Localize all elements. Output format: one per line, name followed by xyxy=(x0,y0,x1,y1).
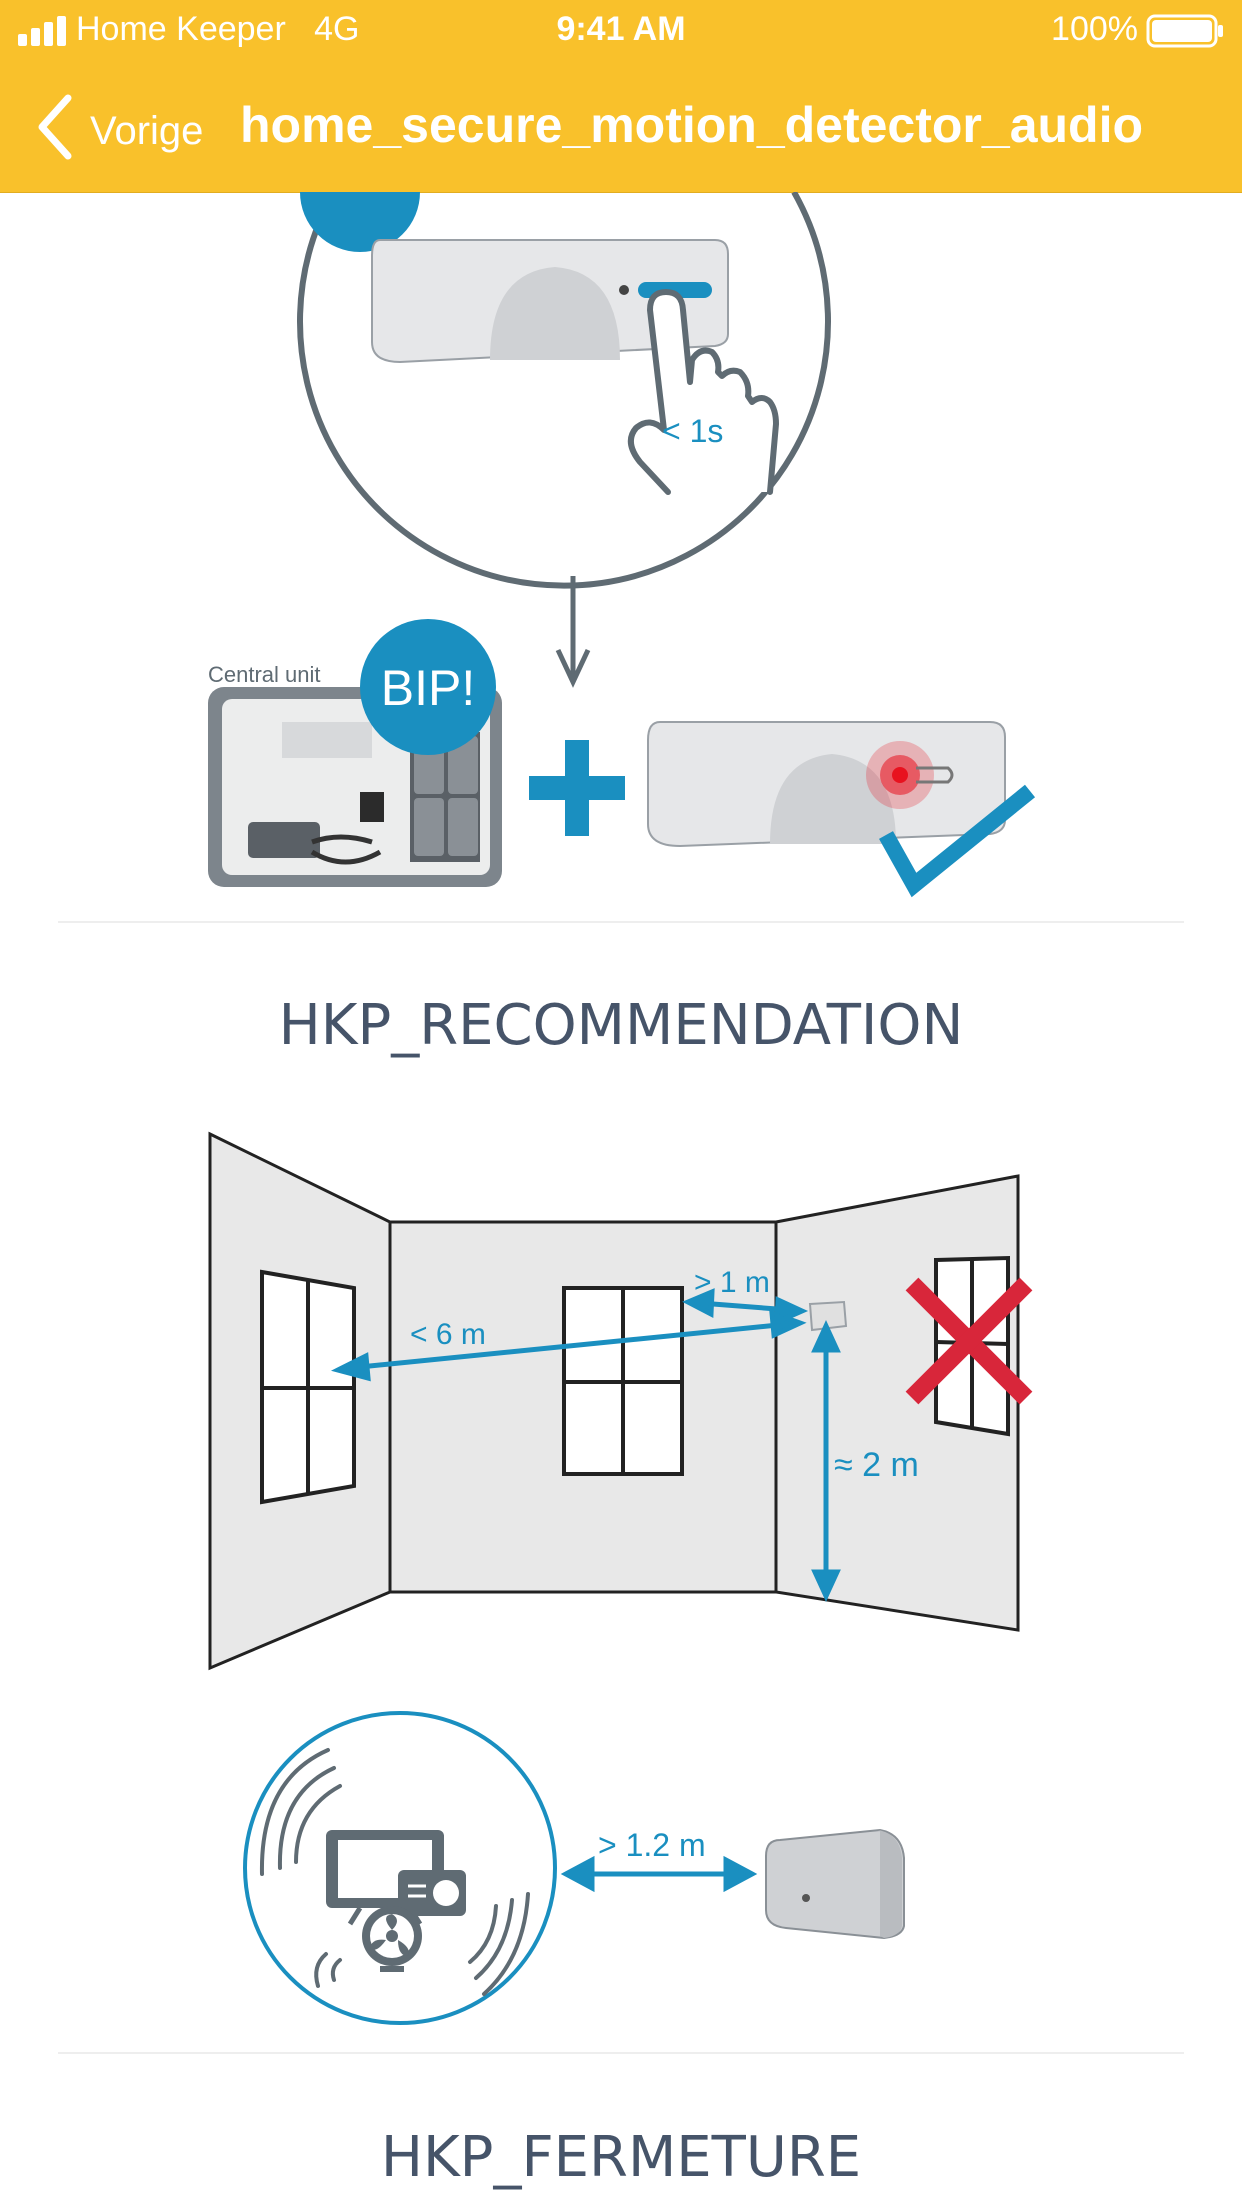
room-placement-illustration: < 6 m > 1 m ≈ 2 m xyxy=(208,1131,1033,1671)
network-type: 4G xyxy=(314,10,360,48)
fan-icon xyxy=(362,1906,422,1972)
pairing-step-illustration: < 1s Central unit BIP! xyxy=(208,192,1036,898)
signal-icon xyxy=(18,16,66,46)
interference-illustration: > 1.2 m xyxy=(243,1711,905,2025)
max-distance-label: < 6 m xyxy=(410,1318,486,1351)
wall-distance-label: > 1 m xyxy=(694,1266,770,1299)
motion-detector-icon xyxy=(808,1300,848,1332)
double-arrow-icon xyxy=(560,1855,758,1893)
step-badge xyxy=(300,192,420,252)
window-left xyxy=(260,1269,356,1505)
navigation-bar: Vorige home_secure_motion_detector_audio xyxy=(0,62,1242,193)
check-icon xyxy=(879,784,1036,898)
section-divider xyxy=(58,921,1184,923)
motion-detector-icon xyxy=(371,239,729,364)
hand-press-icon xyxy=(627,289,779,495)
distance-arrows xyxy=(330,1288,841,1603)
press-duration-label: < 1s xyxy=(662,413,723,449)
height-label: ≈ 2 m xyxy=(834,1446,919,1484)
not-recommended-cross-icon xyxy=(905,1277,1033,1405)
page-title: home_secure_motion_detector_audio xyxy=(240,97,1144,153)
radio-icon xyxy=(398,1870,466,1916)
section-title-fermeture: HKP_FERMETURE xyxy=(380,2125,862,2190)
section-divider xyxy=(58,2052,1184,2054)
battery-icon xyxy=(1146,14,1223,48)
chevron-left-icon xyxy=(38,94,72,160)
motion-detector-active-icon xyxy=(647,721,1006,848)
signal-waves-icon xyxy=(259,1748,530,1996)
back-label: Vorige xyxy=(90,108,204,153)
central-unit-label: Central unit xyxy=(208,662,321,687)
window-center xyxy=(562,1286,684,1476)
carrier-name: Home Keeper 4G xyxy=(76,10,360,48)
battery-percent: 100% xyxy=(1051,10,1138,48)
section-title-recommendation: HKP_RECOMMENDATION xyxy=(278,993,964,1058)
plus-icon xyxy=(529,740,625,836)
zoom-circle xyxy=(297,192,831,589)
min-distance-label: > 1.2 m xyxy=(598,1827,706,1863)
motion-detector-icon xyxy=(765,1828,905,1940)
status-time: 9:41 AM xyxy=(556,10,686,48)
beep-label: BIP! xyxy=(381,660,475,716)
beep-bubble xyxy=(360,619,496,755)
status-bar: Home Keeper 4G 9:41 AM 100% xyxy=(0,0,1242,62)
back-button[interactable]: Vorige xyxy=(36,92,203,162)
